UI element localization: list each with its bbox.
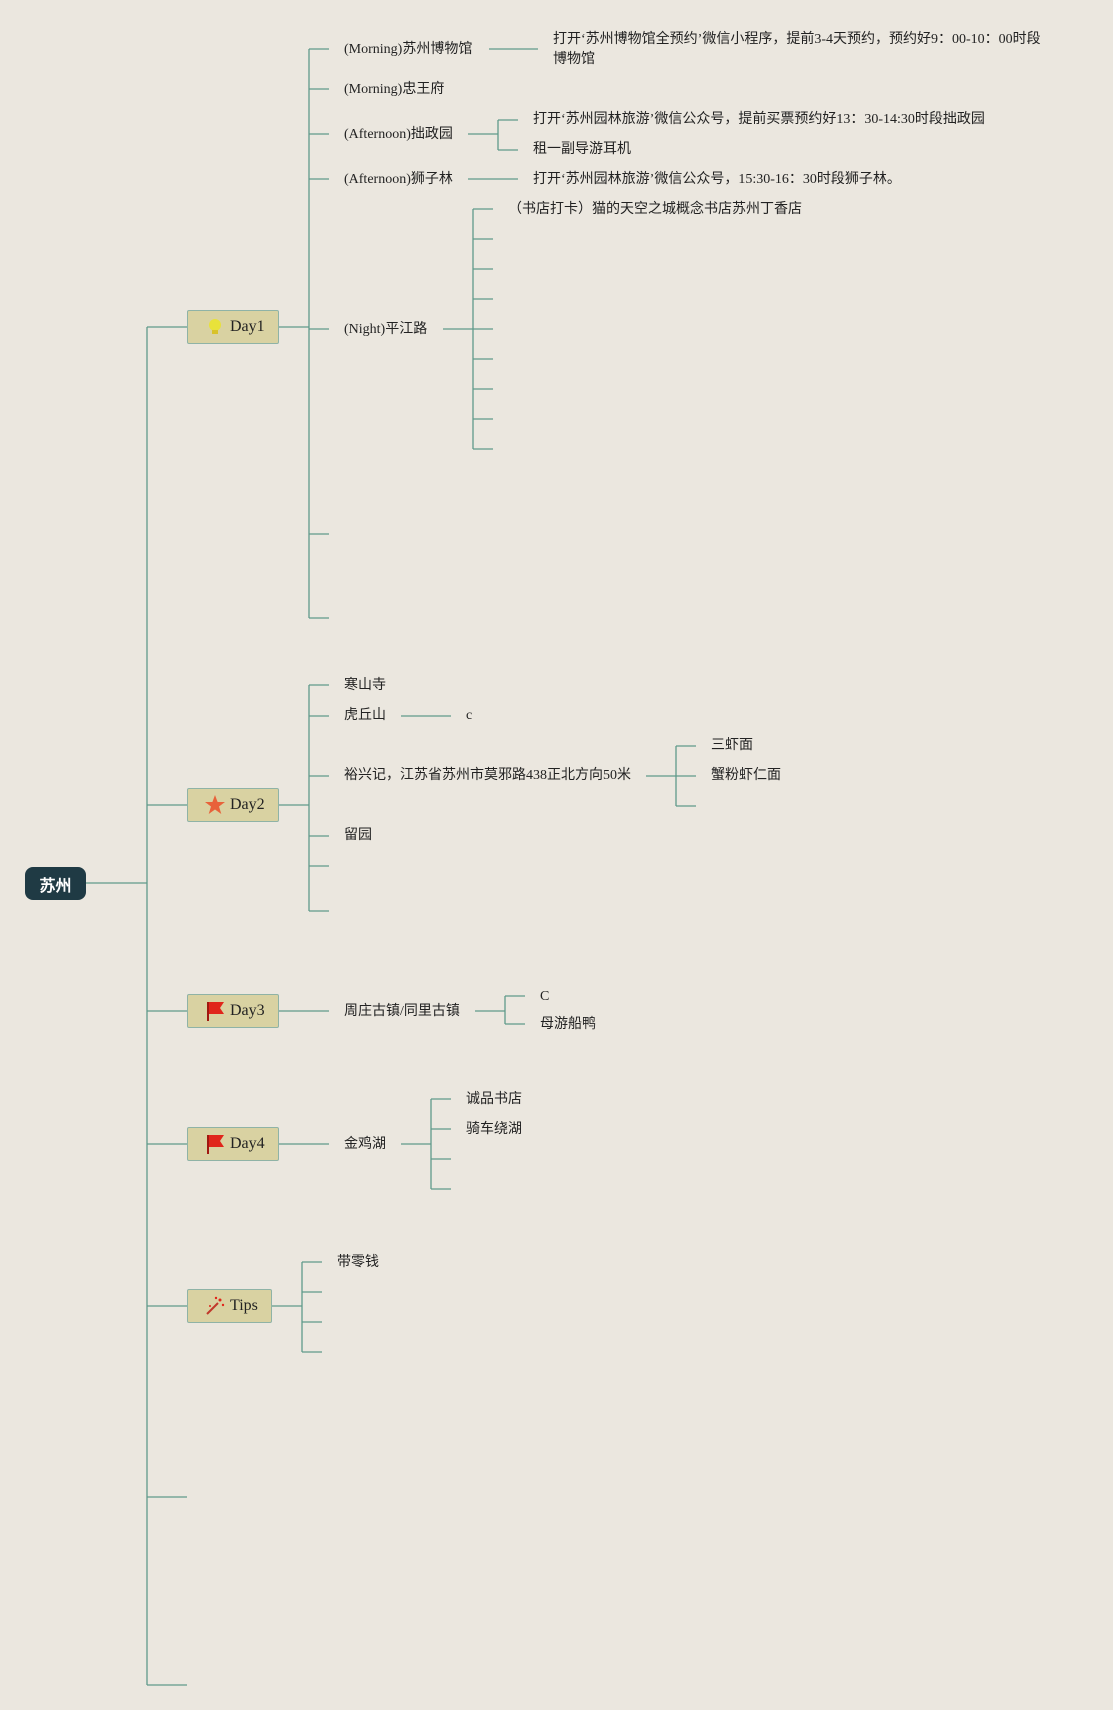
- lightbulb-icon: [209, 319, 221, 334]
- day2-noodle2[interactable]: 蟹粉虾仁面: [711, 768, 781, 783]
- day1-pingjiang-note[interactable]: （书店打卡）猫的天空之城概念书店苏州丁香店: [508, 202, 802, 217]
- day1-museum-note[interactable]: 打开‘苏州博物馆全预约’微信小程序，提前3-4天预约，预约好9：00-10：00…: [553, 32, 1041, 67]
- day3-node[interactable]: Day3: [187, 994, 279, 1028]
- day1-zhuozheng-note2[interactable]: 租一副导游耳机: [533, 142, 631, 157]
- day2-node[interactable]: Day2: [187, 788, 279, 822]
- flag-icon: [207, 1002, 224, 1021]
- day2-noodle1[interactable]: 三虾面: [711, 738, 753, 753]
- day2-liuyuan[interactable]: 留园: [344, 828, 372, 843]
- day3-note1[interactable]: C: [540, 989, 550, 1004]
- tips-change[interactable]: 带零钱: [337, 1255, 379, 1270]
- tips-node[interactable]: Tips: [187, 1289, 272, 1323]
- day4-note1[interactable]: 诚品书店: [466, 1092, 522, 1107]
- day1-zhongwang[interactable]: (Morning)忠王府: [344, 82, 445, 97]
- day2-label: Day2: [230, 796, 265, 813]
- day1-zhuozheng-note1[interactable]: 打开‘苏州园林旅游’微信公众号，提前买票预约好13：30-14:30时段拙政园: [533, 112, 985, 127]
- root-label: 苏州: [39, 875, 72, 895]
- flag-icon: [207, 1135, 224, 1154]
- day1-label: Day1: [230, 318, 265, 335]
- day4-jinjihu[interactable]: 金鸡湖: [344, 1137, 386, 1152]
- day1-pingjiang[interactable]: (Night)平江路: [344, 322, 428, 337]
- day1-shizilin-note[interactable]: 打开‘苏州园林旅游’微信公众号，15:30-16：30时段狮子林。: [533, 172, 901, 187]
- day4-node[interactable]: Day4: [187, 1127, 279, 1161]
- root-node[interactable]: 苏州: [25, 867, 86, 900]
- day3-zhouzhuang[interactable]: 周庄古镇/同里古镇: [344, 1004, 460, 1019]
- magic-wand-icon: [206, 1296, 225, 1315]
- day3-label: Day3: [230, 1002, 265, 1019]
- day1-zhuozheng[interactable]: (Afternoon)拙政园: [344, 127, 453, 142]
- day4-note2[interactable]: 骑车绕湖: [466, 1122, 522, 1137]
- day1-shizilin[interactable]: (Afternoon)狮子林: [344, 172, 453, 187]
- star-icon: [205, 795, 225, 814]
- tips-label: Tips: [230, 1297, 258, 1314]
- day3-note2[interactable]: 母游船鸭: [540, 1017, 596, 1032]
- day2-huqiu-note[interactable]: c: [466, 708, 473, 723]
- day1-museum[interactable]: (Morning)苏州博物馆: [344, 42, 473, 57]
- day2-yuxingji[interactable]: 裕兴记，江苏省苏州市莫邪路438正北方向50米: [344, 768, 631, 783]
- day4-label: Day4: [230, 1135, 265, 1152]
- day1-node[interactable]: Day1: [187, 310, 279, 344]
- day2-hanshan[interactable]: 寒山寺: [344, 678, 386, 693]
- day2-huqiu[interactable]: 虎丘山: [344, 708, 386, 723]
